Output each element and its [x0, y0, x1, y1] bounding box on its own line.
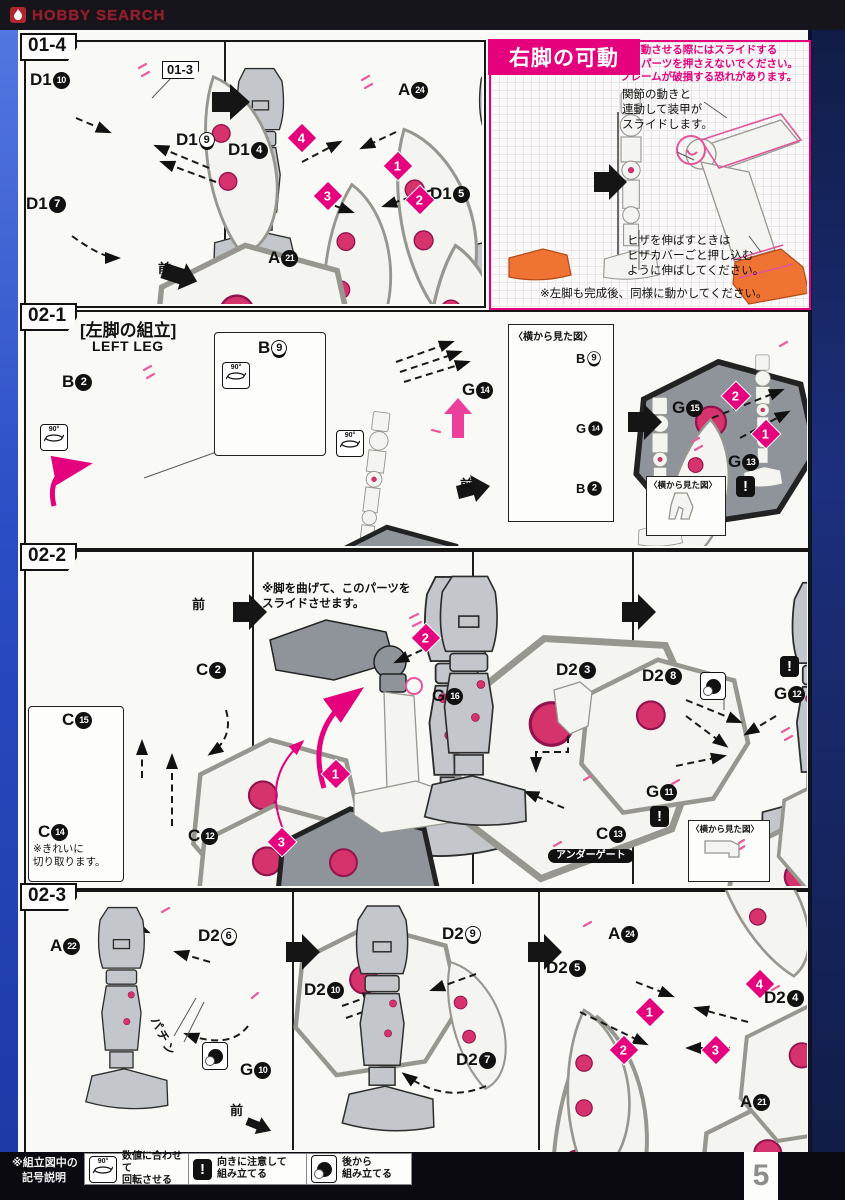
step-tag-01-4: 01-4	[20, 33, 78, 61]
undergate-badge: アンダーゲート	[548, 849, 634, 863]
rotate-90-icon: 90°	[89, 1155, 117, 1183]
legend-title: ※組立図中の 記号説明	[12, 1157, 78, 1184]
heading-left-leg-en: LEFT LEG	[92, 338, 164, 354]
heading-left-leg-jp: [左脚の組立]	[80, 321, 177, 340]
mobility-knee-note: ヒザを伸ばすときは ヒザカバーごと押し込む ように伸ばしてください。	[627, 235, 765, 277]
left-blue-stripe	[0, 30, 18, 1152]
section-02-1	[24, 310, 811, 550]
hobby-search-logo: HOBBY SEARCH	[10, 7, 165, 24]
assemble-from-behind-icon	[202, 1042, 228, 1070]
scan-top-bar: HOBBY SEARCH	[0, 0, 845, 30]
flame-icon	[10, 7, 26, 23]
side-view-title: 〈横から見た図〉	[649, 480, 718, 490]
mobility-left-note: ※左脚も完成後、同様に動かしてください。	[540, 288, 768, 300]
cut-parts-inset-box	[28, 706, 124, 882]
legend-text: 向きに注意して組み立てる	[217, 1157, 287, 1180]
illustration-02-3	[24, 890, 807, 1152]
mobility-title: 右脚の可動	[488, 39, 640, 75]
rotate-90-icon: 90°	[336, 430, 364, 457]
front-label: 前	[460, 477, 474, 492]
assemble-from-behind-icon	[700, 672, 726, 700]
step-tag-02-3: 02-3	[20, 883, 78, 911]
page-number: 5	[744, 1152, 778, 1200]
assemble-from-behind-icon	[311, 1155, 337, 1183]
step-tag-02-2: 02-2	[20, 543, 78, 571]
warning-icon: !	[780, 656, 799, 677]
mobility-slide-note: 関節の動きと 連動して装甲が スライドします。	[622, 89, 713, 131]
brand-name: HOBBY SEARCH	[32, 6, 166, 24]
legend-item-rotate: 90° 数値に合わせて回転させる	[84, 1151, 194, 1186]
legend-text: 後から組み立てる	[342, 1157, 392, 1180]
rotate-90-icon: 90°	[222, 362, 250, 389]
front-label: 前	[192, 597, 206, 612]
section-01-4	[24, 40, 486, 308]
step-tag-02-1: 02-1	[20, 303, 78, 331]
panel-divider	[292, 892, 294, 1150]
front-label: 前	[230, 1103, 244, 1118]
panel-divider	[252, 552, 254, 884]
warning-icon: !	[193, 1158, 212, 1180]
legend-item-orientation: ! 向きに注意して組み立てる	[188, 1153, 310, 1185]
front-arrow	[245, 1117, 272, 1134]
warning-icon: !	[736, 476, 755, 497]
right-navy-edge	[808, 0, 845, 1200]
panel-divider	[538, 892, 540, 1150]
rotate-90-icon: 90°	[40, 424, 68, 451]
cut-note: ※きれいに 切り取ります。	[33, 843, 106, 868]
legend-item-behind: 後から組み立てる	[306, 1153, 412, 1185]
side-view-title: 〈横から見た図〉	[691, 824, 760, 834]
legend-text: 数値に合わせて回転させる	[122, 1151, 182, 1186]
side-view-box: 〈横から見た図〉	[688, 820, 770, 882]
illustration-mobility	[508, 40, 807, 305]
illustration-02-2	[56, 550, 807, 886]
side-view-box-small: 〈横から見た図〉	[646, 476, 726, 536]
bend-note: ※脚を曲げて、このパーツを スライドさせます。	[262, 583, 411, 610]
front-label: 前	[158, 261, 172, 276]
side-view-title: 〈横から見た図〉	[513, 332, 593, 343]
mobility-warning: ※可動させる際にはスライドする 装甲パーツを押さえないでください。 フレームが破…	[620, 44, 798, 83]
section-02-2	[24, 550, 811, 890]
warning-icon: !	[650, 806, 669, 827]
ref-tag-01-3: 01-3	[162, 61, 200, 79]
